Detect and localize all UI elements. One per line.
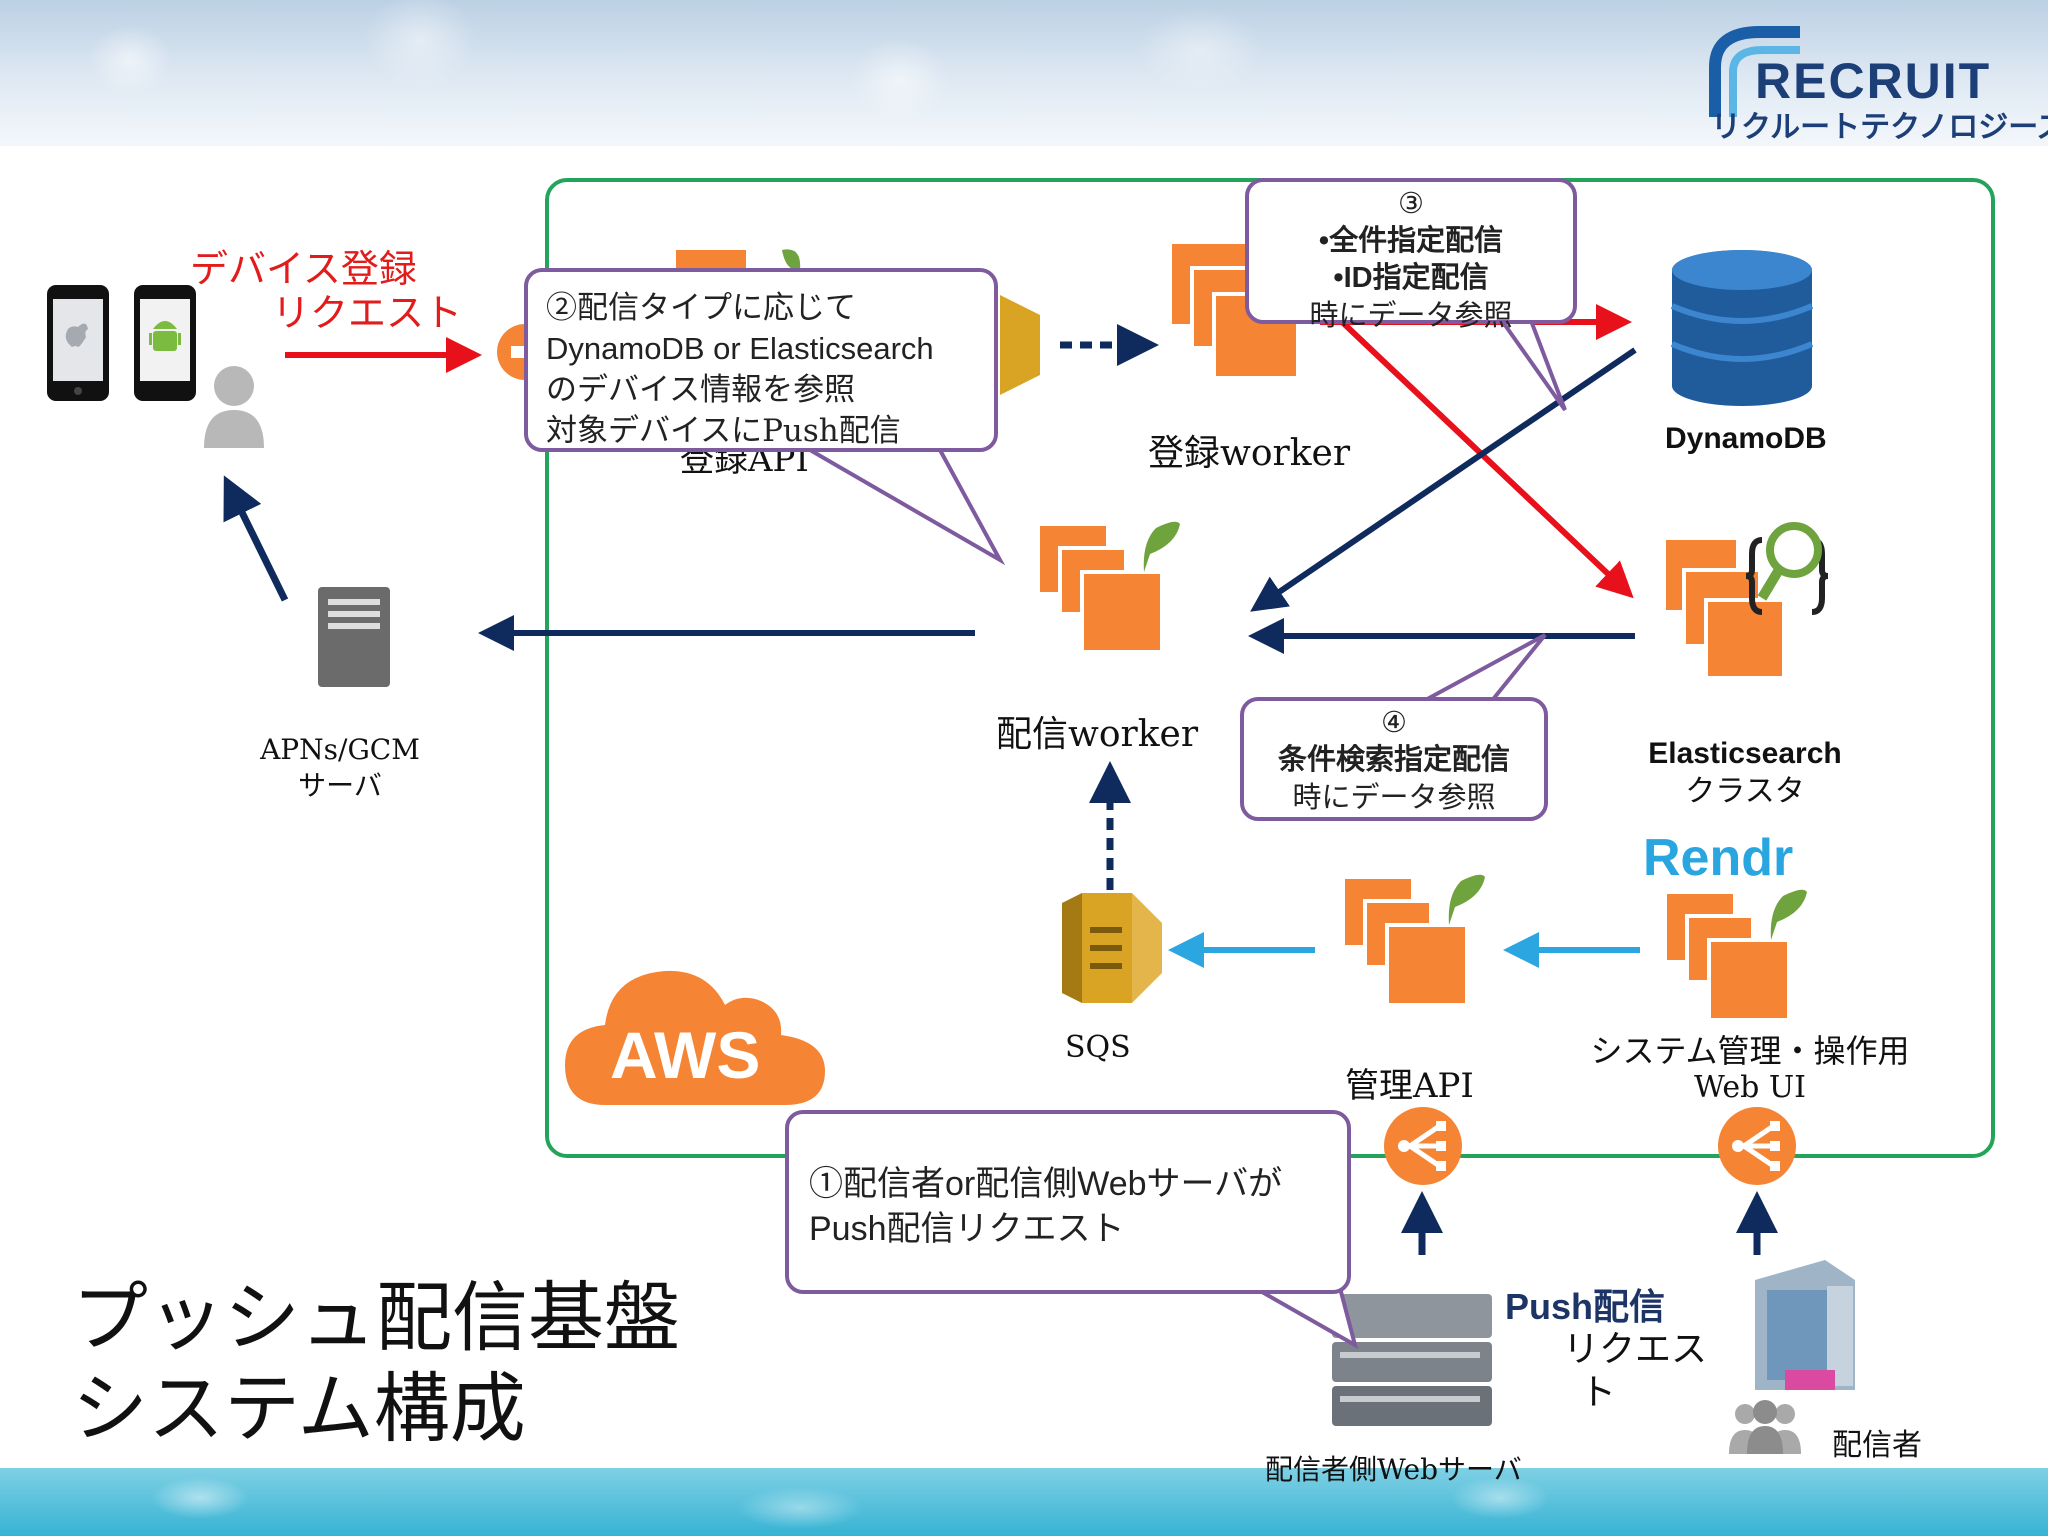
iphone-icon bbox=[45, 283, 111, 407]
callout1-line1: ①配信者or配信側Webサーバが bbox=[809, 1165, 1283, 1203]
apns-server-icon bbox=[316, 585, 392, 693]
elasticsearch-line2: クラスタ bbox=[1685, 773, 1805, 809]
callout2-line2: DynamoDB or Elasticsearch bbox=[546, 330, 934, 366]
sqs-icon bbox=[1062, 893, 1162, 1007]
sender-server-label: 配信者側Webサーバ bbox=[1265, 1453, 1522, 1486]
elasticsearch-label: Elasticsearch クラスタ bbox=[1620, 735, 1870, 810]
callout2-line3: のデバイス情報を参照 bbox=[546, 371, 856, 408]
rendr-logo: Rendr bbox=[1643, 829, 1794, 887]
mgmt-api-label: 管理API bbox=[1345, 1066, 1474, 1106]
callout1-line2: Push配信リクエスト bbox=[809, 1209, 1125, 1248]
mgmt-api-elb-icon bbox=[1382, 1105, 1464, 1191]
header-banner bbox=[0, 0, 2048, 146]
sender-label: 配信者 bbox=[1832, 1428, 1922, 1463]
callout3-line2: •ID指定配信 bbox=[1333, 262, 1489, 295]
mgmt-api-icon bbox=[1343, 865, 1493, 1009]
callout2-tail bbox=[808, 448, 1006, 566]
webui-line2: Web UI bbox=[1693, 1070, 1807, 1106]
webui-line1: システム管理・操作用 bbox=[1590, 1032, 1910, 1070]
callout3-tail bbox=[1498, 316, 1567, 412]
apns-line2: サーバ bbox=[298, 769, 382, 803]
recruit-logo-mark bbox=[1709, 26, 1800, 117]
callout-conditional-delivery: ④ 条件検索指定配信 時にデータ参照 bbox=[1240, 697, 1548, 821]
brace-left-icon bbox=[1745, 537, 1763, 615]
callout3-line1: •全件指定配信 bbox=[1318, 225, 1504, 258]
title-line1: プッシュ配信基盤 bbox=[72, 1273, 680, 1362]
callout-full-id-delivery: ③ •全件指定配信 •ID指定配信 時にデータ参照 bbox=[1245, 178, 1577, 332]
sender-people-icon bbox=[1725, 1398, 1805, 1458]
device-request-line1: デバイス登録 bbox=[190, 247, 417, 291]
webui-label: システム管理・操作用 Web UI bbox=[1560, 1032, 1940, 1106]
callout4-num: ④ bbox=[1381, 707, 1407, 739]
logo-subtitle: リクルートテクノロジーズ bbox=[1711, 111, 2048, 144]
recruit-logo: RECRUIT リクルートテクノロジーズ bbox=[1705, 22, 2048, 144]
sender-building-icon bbox=[1745, 1260, 1865, 1404]
callout4-line2: 時にデータ参照 bbox=[1292, 780, 1496, 815]
device-request-line2: リクエスト bbox=[272, 290, 463, 335]
device-request-label: デバイス登録 リクエスト bbox=[190, 247, 463, 335]
callout3-num: ③ bbox=[1398, 188, 1424, 220]
dynamodb-icon bbox=[1668, 248, 1816, 412]
push-request-line2: リクエス bbox=[1563, 1329, 1708, 1371]
callout-delivery-type: ②配信タイプに応じて DynamoDB or Elasticsearch のデバ… bbox=[524, 268, 998, 452]
push-request-line3: ト bbox=[1580, 1372, 1617, 1414]
sqs-label: SQS bbox=[1065, 1030, 1131, 1065]
push-request-line1: Push配信 bbox=[1505, 1286, 1666, 1327]
delivery-worker-label: 配信worker bbox=[996, 714, 1199, 755]
user-icon bbox=[200, 360, 268, 454]
sender-server-icon bbox=[1322, 1290, 1502, 1434]
title-line2: システム構成 bbox=[72, 1364, 526, 1454]
callout4-tail bbox=[1419, 633, 1547, 705]
webui-server-icon bbox=[1665, 880, 1815, 1024]
elasticsearch-icon bbox=[1662, 510, 1842, 694]
webui-elb-icon bbox=[1716, 1105, 1798, 1191]
aws-cloud-icon: AWS bbox=[565, 955, 825, 1129]
callout2-line1: ②配信タイプに応じて bbox=[546, 290, 856, 326]
callout4-line1: 条件検索指定配信 bbox=[1277, 744, 1510, 777]
callout-push-request: ①配信者or配信側Webサーバが Push配信リクエスト bbox=[785, 1110, 1351, 1294]
callout1-tail bbox=[1254, 1286, 1359, 1350]
apns-label: APNs/GCM サーバ bbox=[250, 732, 430, 805]
push-request-label: Push配信 リクエス ト bbox=[1505, 1285, 1707, 1415]
aws-label: AWS bbox=[610, 1018, 761, 1092]
callout3-line3: 時にデータ参照 bbox=[1309, 298, 1513, 333]
delivery-worker-icon bbox=[1038, 512, 1188, 656]
footer-band bbox=[0, 1468, 2048, 1536]
arrow-dynamodb-to-delivery bbox=[1250, 347, 1637, 612]
page-title: プッシュ配信基盤 システム構成 bbox=[72, 1272, 680, 1454]
apns-line1: APNs/GCM bbox=[260, 733, 420, 766]
logo-brand: RECRUIT bbox=[1755, 53, 1992, 109]
registration-worker-label: 登録worker bbox=[1148, 433, 1351, 474]
android-phone-icon bbox=[132, 283, 198, 407]
registration-sqs-icon bbox=[1000, 285, 1050, 409]
arrow-apns-to-devices bbox=[223, 475, 289, 602]
elasticsearch-line1: Elasticsearch bbox=[1648, 737, 1842, 770]
callout2-line4: 対象デバイスにPush配信 bbox=[546, 412, 901, 449]
dynamodb-label: DynamoDB bbox=[1665, 422, 1827, 455]
